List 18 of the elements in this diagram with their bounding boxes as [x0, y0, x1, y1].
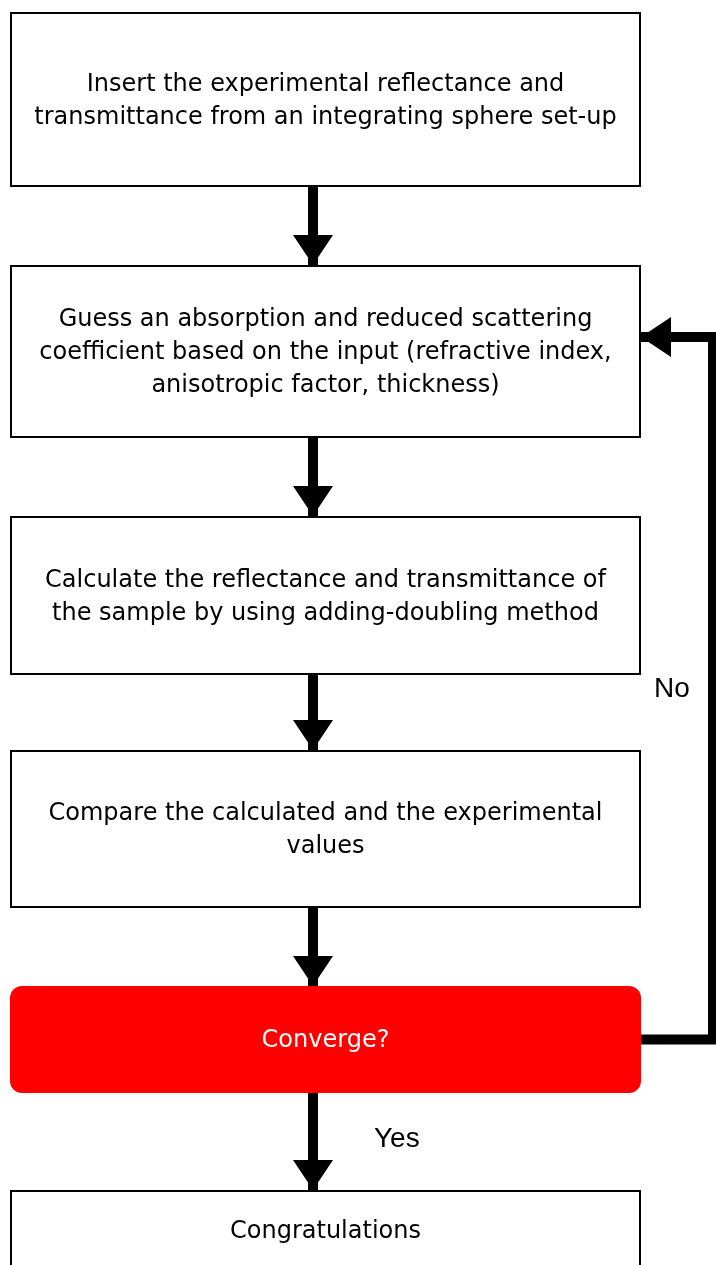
- arrow: [293, 187, 333, 265]
- arrow: [293, 1093, 333, 1190]
- arrow: [293, 908, 333, 986]
- process-box: [10, 516, 641, 675]
- step-text: Compare the calculated and the experimental values: [47, 797, 604, 861]
- step-text: Guess an absorption and reduced scattering coefficient based on the input (refractive index, anisotropic factor, thickness): [38, 303, 613, 400]
- process-box: [10, 750, 641, 908]
- process-box: [10, 1190, 641, 1265]
- process-box: [10, 12, 641, 187]
- step-text: Insert the experimental reflectance and transmittance from an integrating sphere set-up: [33, 67, 618, 132]
- step-text: Calculate the reflectance and transmittance of the sample by using adding-doubling method: [44, 563, 608, 628]
- decision-box: [10, 986, 641, 1093]
- step-text: Congratulations: [230, 1215, 421, 1246]
- arrow: [293, 675, 333, 750]
- step-text: Converge?: [261, 1024, 390, 1055]
- process-box: [10, 265, 641, 438]
- arrow: [641, 317, 716, 1045]
- arrow: [293, 438, 333, 516]
